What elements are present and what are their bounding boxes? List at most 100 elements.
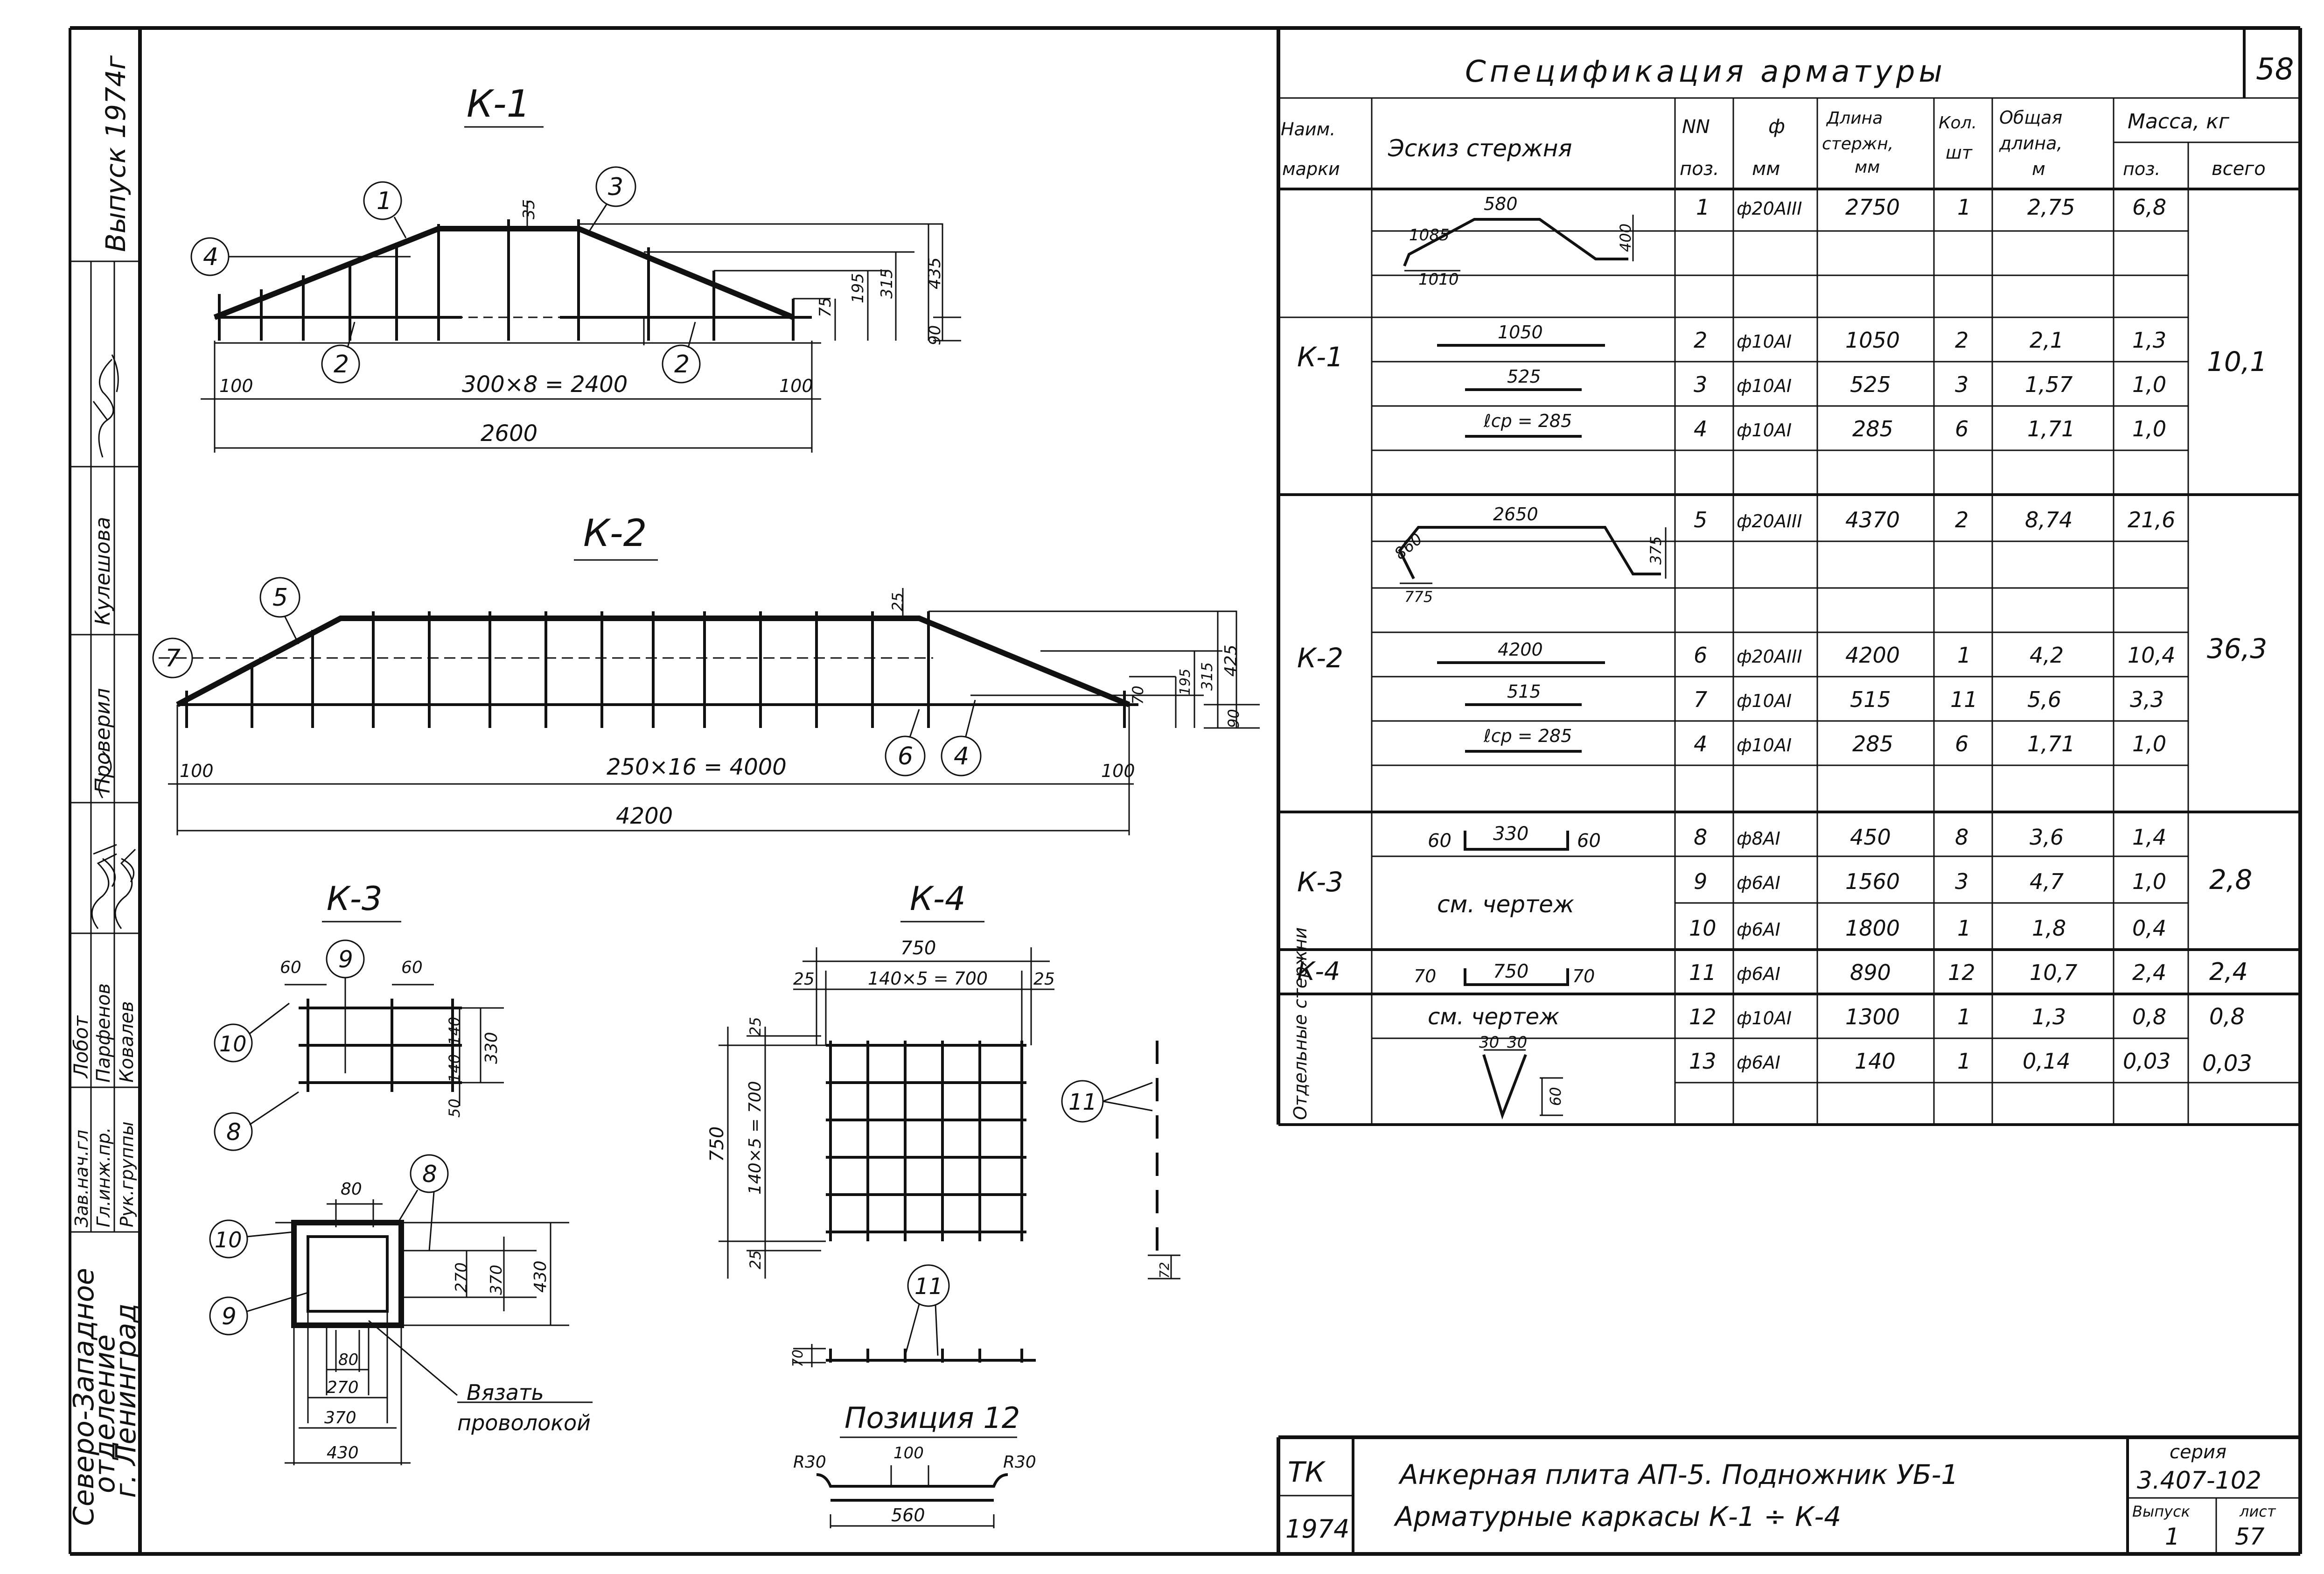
svg-text:70: 70: [1414, 966, 1436, 986]
svg-text:890: 890: [1850, 960, 1891, 985]
k3-note-line2: проволокой: [457, 1410, 591, 1435]
drawing-k3: К-3 60 60 140 140 330 50 9 10 8: [209, 880, 593, 1465]
svg-text:2,4: 2,4: [2132, 960, 2166, 985]
hdr-dia-1: ф: [1768, 115, 1785, 138]
k4-dim-25d: 25: [747, 1250, 764, 1269]
svg-text:2: 2: [1955, 507, 1968, 532]
k3-dim-430h: 430: [327, 1443, 359, 1462]
svg-text:30: 30: [1479, 1033, 1499, 1052]
k2-callout-5: 5: [272, 584, 288, 612]
tb-series: 3.407-102: [2137, 1467, 2261, 1495]
name-2: Парфенов: [93, 983, 114, 1083]
hdr-mark-1: Наим.: [1281, 119, 1335, 140]
k2-callout-6: 6: [898, 742, 913, 770]
k3-title: К-3: [327, 880, 383, 918]
side-stamp: Выпуск 1974г Северо-Западное отделение г…: [68, 28, 142, 1554]
tb-sheet: 57: [2235, 1523, 2265, 1550]
spec-table: Спецификация арматуры 58: [1278, 28, 2300, 1126]
svg-text:1800: 1800: [1845, 916, 1900, 941]
hdr-len-2: стержн,: [1822, 134, 1893, 154]
k2-dim-100-right: 100: [1101, 761, 1135, 781]
hdr-dia-2: мм: [1752, 158, 1780, 180]
svg-text:3: 3: [1694, 372, 1707, 397]
svg-text:60: 60: [1547, 1087, 1564, 1106]
svg-text:1,57: 1,57: [2025, 372, 2073, 397]
svg-text:4200: 4200: [1845, 643, 1900, 668]
row-k2-1: 5 ф20АIII 4370 2 8,74 21,6: [1694, 507, 2175, 532]
svg-text:450: 450: [1850, 825, 1891, 850]
k3-callout-10b: 10: [215, 1227, 242, 1252]
svg-text:4370: 4370: [1845, 507, 1900, 532]
hdr-mass-pos: поз.: [2123, 159, 2160, 179]
svg-text:ф10АI: ф10АI: [1737, 1008, 1792, 1028]
mark-separate: Отдельные стержни: [1290, 927, 1311, 1120]
k3-dim-80: 80: [341, 1180, 362, 1199]
svg-text:60: 60: [1428, 830, 1452, 852]
k2-dim-25: 25: [889, 592, 907, 611]
svg-text:4: 4: [1694, 416, 1707, 441]
svg-text:1: 1: [1957, 643, 1971, 668]
svg-text:140: 140: [1855, 1049, 1896, 1074]
k2-dim-100-left: 100: [180, 761, 214, 781]
mark-k1: К-1: [1297, 341, 1343, 373]
k3-dim-330: 330: [482, 1032, 501, 1064]
svg-text:1: 1: [1957, 916, 1971, 941]
pos12-dim-100: 100: [893, 1444, 924, 1462]
role-3: Рук.группы: [117, 1121, 137, 1227]
sketch-pos1: 1085 580 400 1010: [1403, 194, 1634, 289]
name-5: Кулешова: [91, 517, 115, 625]
svg-text:12: 12: [1948, 960, 1975, 985]
svg-text:ф20АIII: ф20АIII: [1737, 646, 1802, 667]
svg-text:1010: 1010: [1418, 270, 1459, 289]
sketch-pos5: 860 2650 375 775: [1391, 504, 1667, 606]
drawing-pos12: Позиция 12 R30 R30 100 560: [793, 1401, 1036, 1528]
svg-text:10: 10: [1689, 916, 1717, 941]
k2-dim-195: 195: [1177, 669, 1193, 695]
svg-text:5: 5: [1694, 507, 1707, 532]
k1-title: К-1: [467, 82, 530, 126]
k1-callout-4: 3: [608, 173, 623, 201]
signature-1: [92, 354, 119, 458]
svg-text:ф10АI: ф10АI: [1737, 376, 1792, 396]
svg-text:0,14: 0,14: [2023, 1049, 2070, 1074]
svg-text:285: 285: [1852, 731, 1893, 756]
k3-dim-140b: 140: [446, 1054, 463, 1083]
svg-text:1,4: 1,4: [2132, 825, 2166, 850]
svg-text:4,7: 4,7: [2030, 869, 2064, 894]
org-line-3: г. Ленинград: [110, 1303, 142, 1498]
k3-dim-370v: 370: [487, 1265, 506, 1295]
spec-title: Спецификация арматуры: [1465, 55, 1946, 89]
signature-2: [91, 844, 117, 929]
total-k3: 2,8: [2209, 864, 2252, 895]
k4-dim-span-h: 140×5 = 700: [868, 968, 988, 989]
total-pos13: 0,03: [2202, 1050, 2252, 1077]
drawing-k2: К-2 25: [152, 511, 1260, 835]
svg-text:1,71: 1,71: [2027, 731, 2075, 756]
svg-text:ф6АI: ф6АI: [1737, 873, 1780, 893]
svg-text:1,0: 1,0: [2132, 416, 2166, 441]
sketch-pos9: 60 330 60: [1428, 823, 1601, 852]
k4-dim-25a: 25: [793, 970, 815, 989]
svg-text:0,4: 0,4: [2132, 916, 2166, 941]
row-k3-1: 8 ф8АI 450 8 3,6 1,4: [1694, 825, 2166, 850]
row-k1-3: 3 ф10АI 525 3 1,57 1,0: [1694, 372, 2166, 397]
svg-text:ф10АI: ф10АI: [1737, 331, 1792, 352]
total-k4: 2,4: [2209, 958, 2248, 986]
role-1: Зав.нач.гл: [71, 1130, 92, 1227]
k3-dim-430v: 430: [531, 1260, 550, 1293]
svg-text:1560: 1560: [1845, 869, 1900, 894]
mark-k2: К-2: [1297, 642, 1343, 674]
hdr-len-1: Длина: [1826, 109, 1883, 128]
svg-text:30: 30: [1507, 1033, 1527, 1052]
hdr-pos-1: NN: [1682, 116, 1710, 138]
pos12-r30-left: R30: [793, 1453, 826, 1472]
k1-dim-35: 35: [520, 199, 538, 219]
k4-dim-72: 72: [1157, 1262, 1172, 1279]
svg-text:4: 4: [1694, 731, 1707, 756]
k1-dim-75: 75: [816, 297, 835, 317]
svg-text:2,75: 2,75: [2027, 195, 2075, 220]
sketch-pos13: 30 30 60: [1479, 1033, 1564, 1120]
svg-text:400: 400: [1617, 224, 1634, 252]
sketch-pos6-label: 4200: [1498, 639, 1543, 660]
k1-dim-span: 300×8 = 2400: [462, 371, 628, 398]
